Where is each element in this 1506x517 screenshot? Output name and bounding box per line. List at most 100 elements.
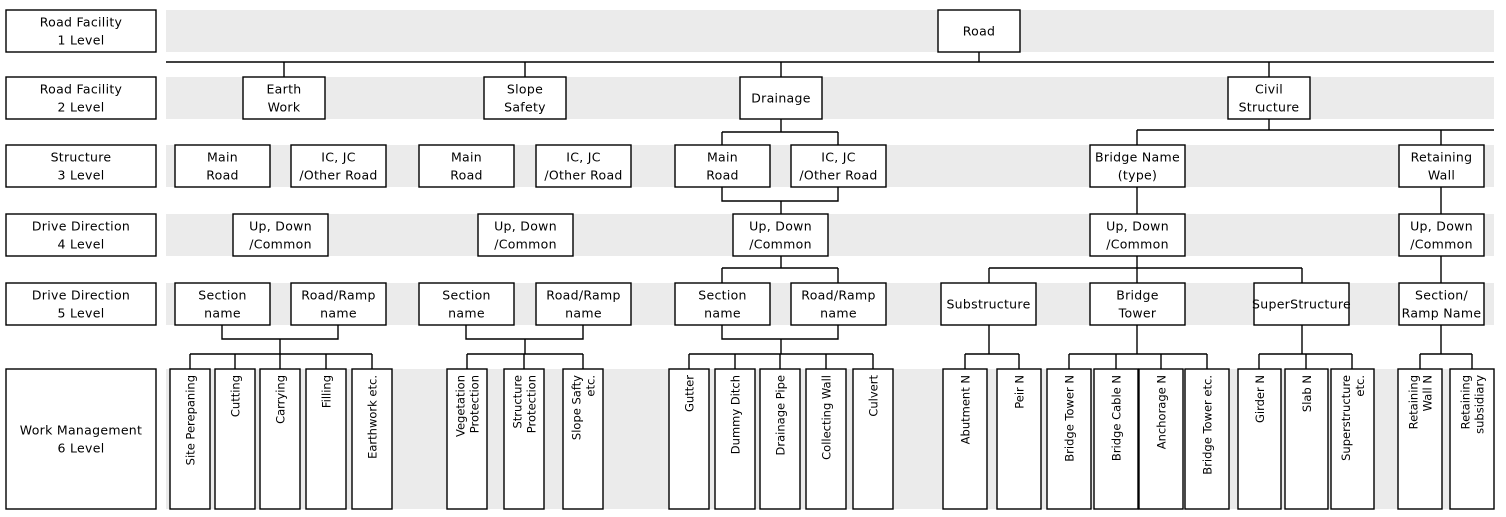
work-item-superstructure-text: Girder N (1253, 375, 1267, 423)
work-item-substructure-text: Peir N (1013, 375, 1027, 409)
node-bridge-tower-text: Tower (1118, 306, 1157, 321)
connector-lines (166, 52, 1494, 369)
node-civil-structure-frame (1227, 76, 1311, 120)
level-label-text: Road Facility (40, 15, 123, 30)
node-civil-structure-text: Structure (1239, 100, 1300, 115)
node-rw-section-text: Section/ (1415, 288, 1469, 303)
node-dr-section-frame (674, 282, 771, 326)
node-ss-direction: Up, Down/Common (477, 213, 574, 257)
work-item-superstructure-text: Superstructure (1339, 375, 1353, 461)
node-rw-section: Section/Ramp Name (1398, 282, 1485, 326)
work-item-drainage-frame (805, 368, 847, 510)
work-item-drainage-text: Culvert (867, 375, 881, 417)
level-label-text: 2 Level (57, 100, 104, 115)
work-item-tower: Bridge Tower etc. (1184, 368, 1230, 510)
node-ss-section-text: name (448, 306, 485, 321)
node-slope-safety-frame (483, 76, 567, 120)
node-bridge-name-text: (type) (1118, 168, 1157, 183)
work-item-earthwork-frame (259, 368, 301, 510)
node-dr-ic-jc-text: IC, JC (821, 150, 856, 165)
work-item-slope-text: Vegetation (454, 375, 468, 437)
node-dr-direction-text: /Common (749, 237, 812, 252)
node-ew-main-road-frame (174, 144, 271, 188)
node-dr-direction: Up, Down/Common (732, 213, 829, 257)
node-ss-ramp-text: name (565, 306, 602, 321)
node-retaining-wall-frame (1398, 144, 1485, 188)
node-ew-ramp-frame (290, 282, 387, 326)
node-dr-ramp-text: name (820, 306, 857, 321)
node-dr-main-road-text: Main (707, 150, 738, 165)
work-item-substructure: Peir N (996, 368, 1042, 510)
level-label-frame (5, 213, 157, 257)
node-dr-direction-text: Up, Down (749, 219, 812, 234)
node-rw-direction-frame (1398, 213, 1485, 257)
level-label-text: 1 Level (57, 33, 104, 48)
node-ew-ic-jc-text: /Other Road (299, 168, 377, 183)
level-band (166, 10, 1494, 52)
node-dr-ramp-frame (790, 282, 887, 326)
work-item-earthwork: Site Perepaning (169, 368, 211, 510)
node-ss-main-road-text: Main (451, 150, 482, 165)
work-item-drainage-frame (759, 368, 801, 510)
work-item-earthwork: Carrying (259, 368, 301, 510)
node-dr-section-text: Section (698, 288, 747, 303)
node-civil-structure-text: Civil (1255, 82, 1283, 97)
node-dr-main-road-frame (674, 144, 771, 188)
node-ss-ic-jc-text: /Other Road (544, 168, 622, 183)
work-item-tower-frame (1184, 368, 1230, 510)
level-label-frame (5, 282, 157, 326)
node-br-direction-text: /Common (1106, 237, 1169, 252)
node-ew-section-text: Section (198, 288, 247, 303)
work-item-substructure-frame (942, 368, 988, 510)
node-ss-ic-jc: IC, JC/Other Road (535, 144, 632, 188)
node-dr-section-text: name (704, 306, 741, 321)
node-earthwork-text: Work (268, 100, 301, 115)
work-item-earthwork-text: Carrying (274, 375, 288, 424)
node-rw-section-text: Ramp Name (1402, 306, 1482, 321)
node-slope-safety-text: Slope (507, 82, 543, 97)
node-bridge-tower-frame (1089, 282, 1186, 326)
node-retaining-wall-text: Wall (1428, 168, 1455, 183)
node-dr-ic-jc-frame (790, 144, 887, 188)
level-label-text: 5 Level (57, 306, 104, 321)
level-label-frame (5, 368, 157, 510)
work-item-tower-frame (1138, 368, 1184, 510)
work-item-slope-frame (503, 368, 545, 510)
node-br-direction: Up, Down/Common (1089, 213, 1186, 257)
node-ew-section-frame (174, 282, 271, 326)
node-ss-ramp-frame (535, 282, 632, 326)
node-dr-ic-jc-text: /Other Road (799, 168, 877, 183)
work-item-earthwork: Earthwork etc. (351, 368, 393, 510)
work-item-tower-text: Bridge Tower etc. (1201, 375, 1215, 475)
node-rw-direction: Up, Down/Common (1398, 213, 1485, 257)
connector-line (721, 325, 839, 340)
work-item-drainage-text: Collecting Wall (820, 375, 834, 460)
node-retaining-wall-text: Retaining (1411, 150, 1473, 165)
node-ss-section-text: Section (442, 288, 491, 303)
node-ss-section-frame (418, 282, 515, 326)
connector-line (721, 187, 839, 202)
level-label-text: Work Management (20, 423, 142, 438)
work-item-drainage-frame (668, 368, 710, 510)
node-ew-ic-jc: IC, JC/Other Road (290, 144, 387, 188)
node-ew-section-text: name (204, 306, 241, 321)
node-ew-direction: Up, Down/Common (232, 213, 329, 257)
work-item-earthwork-text: Cutting (229, 375, 243, 417)
work-item-drainage: Dummy Ditch (714, 368, 756, 510)
node-substructure-text: Substructure (946, 297, 1030, 312)
work-item-earthwork: Cutting (214, 368, 256, 510)
node-road: Road (937, 9, 1021, 53)
work-item-superstructure-text: etc. (1353, 375, 1367, 397)
node-ss-direction-text: Up, Down (494, 219, 557, 234)
work-item-slope-text: Slope Safty (570, 375, 584, 440)
node-substructure-frame (940, 282, 1037, 326)
